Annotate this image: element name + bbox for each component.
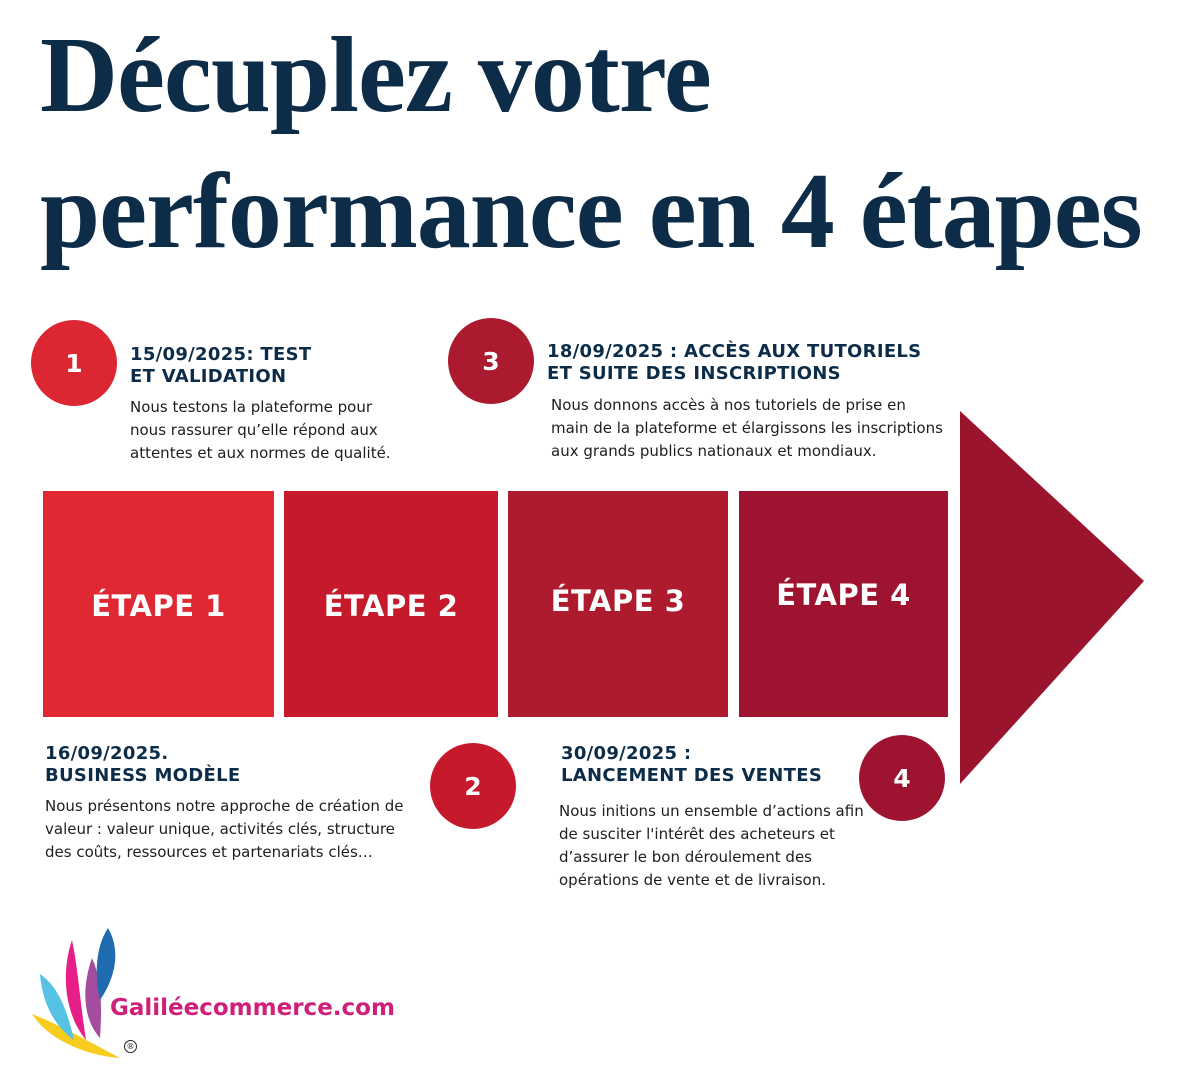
step-3-heading: 18/09/2025 : ACCÈS AUX TUTORIELS ET SUIT…	[547, 341, 922, 384]
step-number-circle-3: 3	[448, 318, 534, 404]
step-number-circle-1: 1	[31, 320, 117, 406]
step-number: 4	[893, 763, 911, 793]
step-2-heading: 16/09/2025. BUSINESS MODÈLE	[45, 743, 241, 786]
arrow-head-icon	[960, 411, 1144, 784]
step-3-description: Nous donnons accès à nos tutoriels de pr…	[551, 396, 943, 460]
step-block-4: ÉTAPE 4	[739, 491, 948, 717]
step-2-description: Nous présentons notre approche de créati…	[45, 797, 404, 861]
petals-logo-icon	[32, 928, 120, 1058]
step-1-heading: 15/09/2025: TEST ET VALIDATION	[130, 344, 312, 387]
step-4-description: Nous initions un ensemble d’actions afin…	[559, 802, 864, 889]
brand-name: Galiléecommerce.com	[110, 995, 395, 1021]
title-line-1: Décuplez votre	[40, 16, 712, 135]
step-number: 2	[464, 771, 482, 801]
step-block-label: ÉTAPE 1	[91, 589, 226, 623]
step-4-heading: 30/09/2025 : LANCEMENT DES VENTES	[561, 743, 823, 786]
registered-mark: ®	[124, 1040, 137, 1053]
step-block-3: ÉTAPE 3	[508, 491, 728, 717]
page-title: Décuplez votre performance en 4 étapes	[40, 8, 1143, 280]
step-block-label: ÉTAPE 2	[323, 589, 459, 623]
step-number-circle-2: 2	[430, 743, 516, 829]
step-1-description: Nous testons la plateforme pour nous ras…	[130, 398, 391, 462]
step-block-label: ÉTAPE 3	[550, 584, 686, 618]
step-number-circle-4: 4	[859, 735, 945, 821]
step-block-2: ÉTAPE 2	[284, 491, 498, 717]
step-block-1: ÉTAPE 1	[43, 491, 274, 717]
step-number: 3	[482, 346, 500, 376]
step-number: 1	[65, 348, 83, 378]
title-line-2: performance en 4 étapes	[40, 152, 1143, 271]
step-block-label: ÉTAPE 4	[776, 578, 911, 612]
